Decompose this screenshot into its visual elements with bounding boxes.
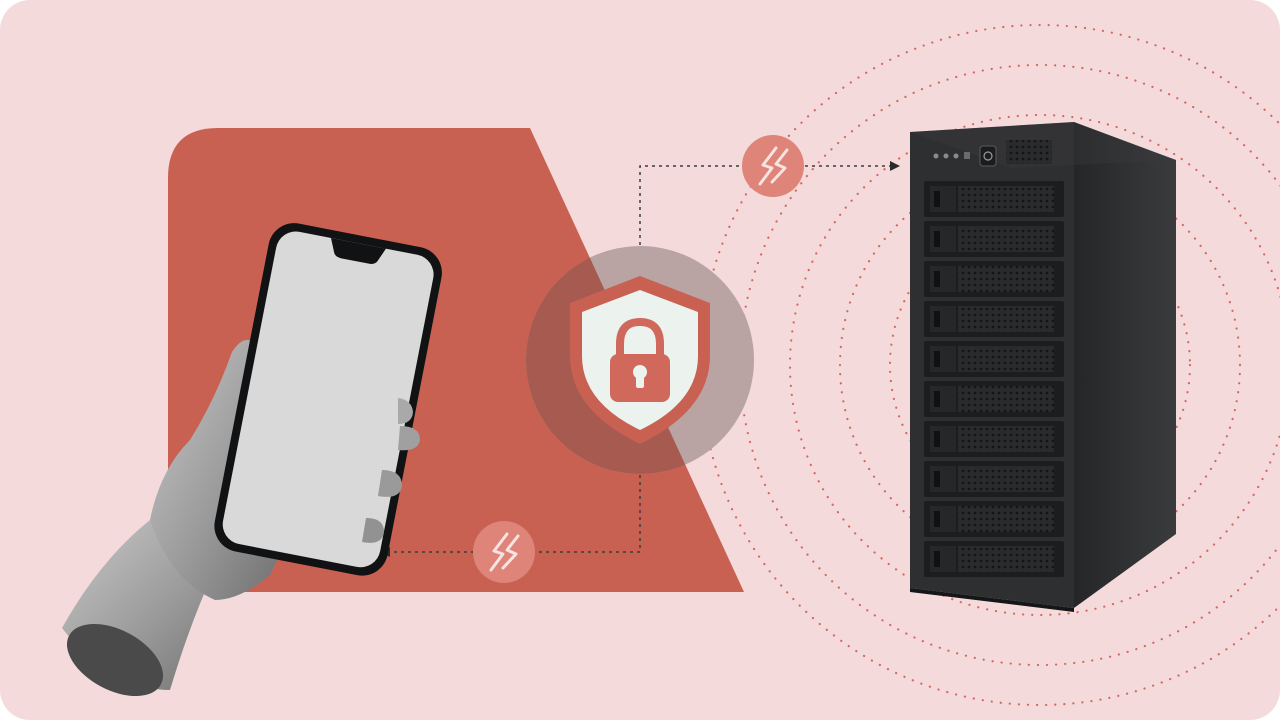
hand-holding-phone xyxy=(62,223,442,697)
drive-bay xyxy=(924,221,1064,257)
data-transfer-icon xyxy=(473,521,535,583)
arrow-head-right xyxy=(890,161,900,171)
drive-bay xyxy=(924,261,1064,297)
lock-icon xyxy=(610,317,670,402)
drive-bay xyxy=(924,181,1064,217)
drive-bay xyxy=(924,541,1064,577)
drive-bay xyxy=(924,501,1064,537)
drive-bay xyxy=(924,381,1064,417)
drive-bay xyxy=(924,301,1064,337)
server-tower xyxy=(910,122,1176,612)
drive-bays xyxy=(924,181,1064,577)
drive-bay xyxy=(924,341,1064,377)
shield-badge xyxy=(526,246,754,474)
connector-lines xyxy=(390,165,892,553)
data-transfer-icon xyxy=(742,135,804,197)
drive-bay xyxy=(924,461,1064,497)
drive-bay xyxy=(924,421,1064,457)
